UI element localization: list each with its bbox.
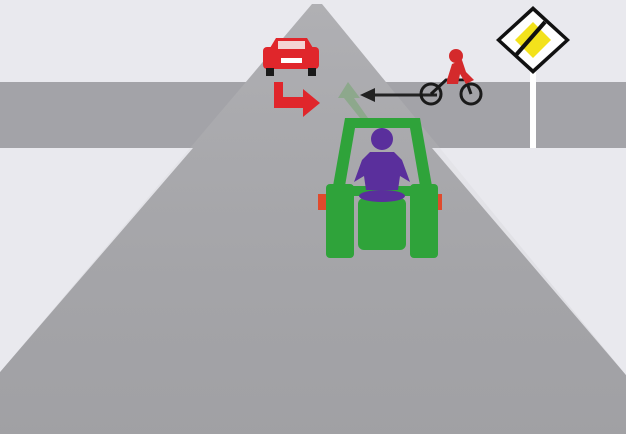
driver-seat: [359, 190, 405, 202]
car-wheel-right: [308, 68, 316, 76]
rider-helmet: [449, 49, 463, 63]
car-windshield: [278, 41, 305, 49]
car-wheel-left: [266, 68, 274, 76]
sign-post: [530, 70, 536, 148]
car-plate: [281, 58, 302, 63]
tractor-hood: [358, 198, 406, 250]
driver-head: [371, 128, 393, 150]
